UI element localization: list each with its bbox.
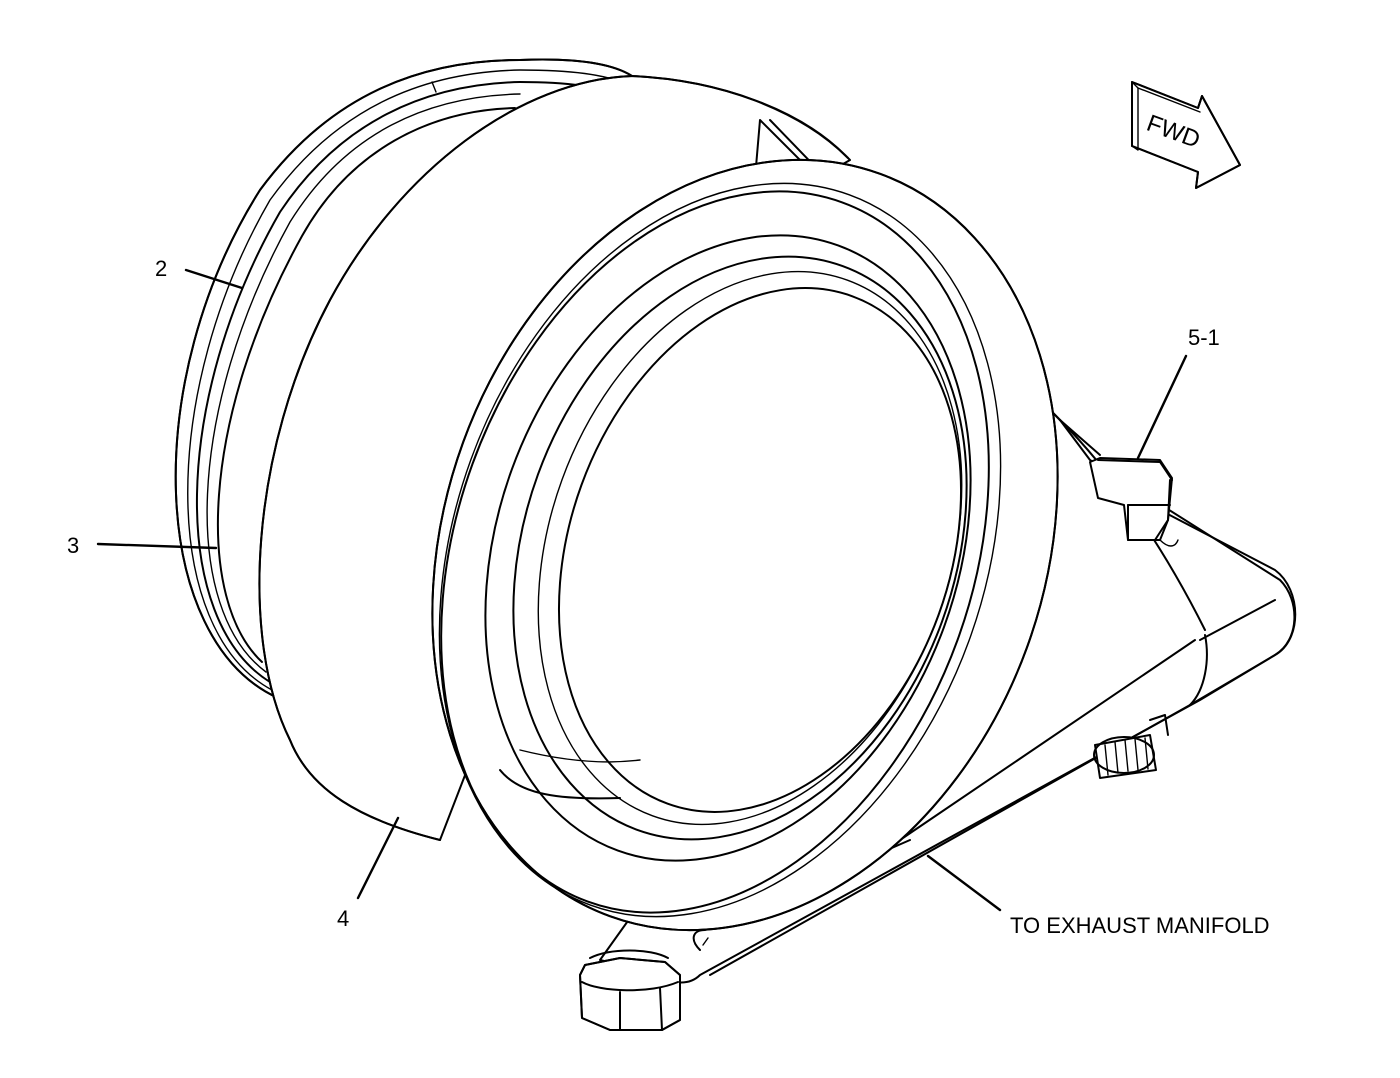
exhaust-manifold-note: TO EXHAUST MANIFOLD: [1010, 913, 1270, 938]
leader-2: [184, 268, 244, 290]
nut-lower: [579, 949, 681, 1031]
leader-exhaust: [926, 854, 1002, 912]
callout-5-1: 5-1: [1188, 325, 1220, 350]
stud-lower-right: [1093, 714, 1169, 779]
leader-3: [96, 542, 218, 550]
callout-3: 3: [67, 533, 79, 558]
callout-4: 4: [337, 906, 349, 931]
callout-leaders: [96, 268, 1188, 912]
leader-5-1: [1136, 354, 1188, 460]
callout-2: 2: [155, 256, 167, 281]
leader-4: [356, 816, 400, 900]
direction-arrow-icon: FWD: [1131, 81, 1241, 189]
front-flange-ring: [431, 158, 1059, 932]
bolt-upper: [1089, 457, 1179, 547]
